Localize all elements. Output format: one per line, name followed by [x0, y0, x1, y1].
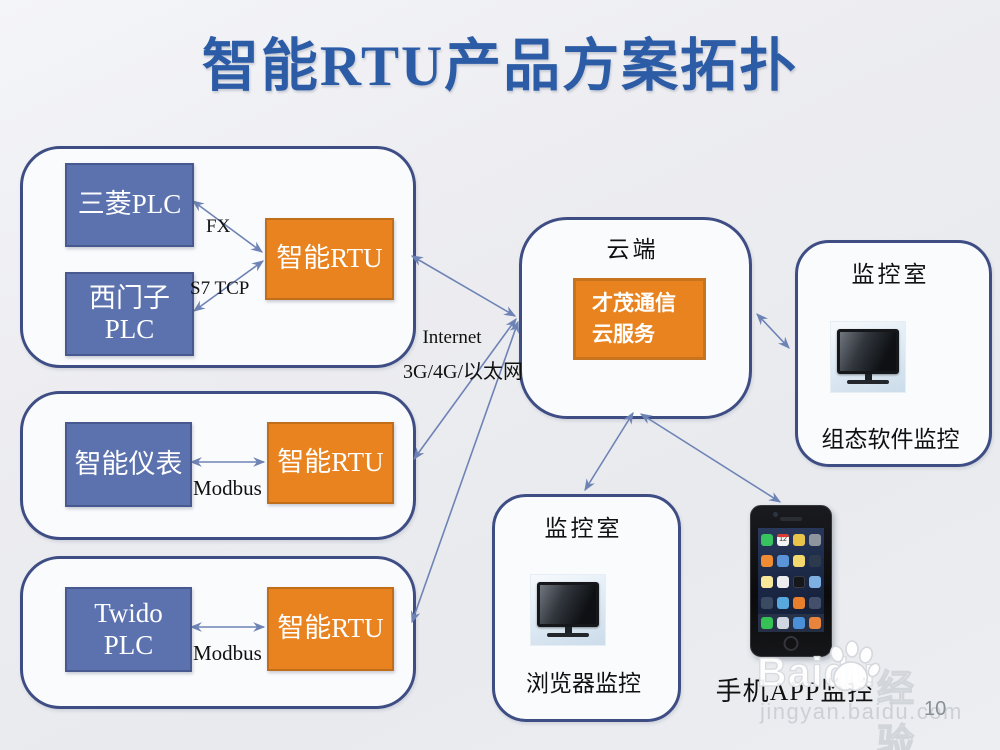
cloud-title: 云端 — [606, 237, 659, 262]
tv-base — [847, 380, 889, 384]
camera-app-icon — [809, 533, 821, 546]
tv-frame — [537, 582, 599, 627]
phone-camera-icon — [773, 512, 778, 517]
modbus-protocol-label-1: Modbus — [193, 476, 262, 500]
smart-rtu-label-2: 智能RTU — [277, 447, 384, 478]
app-icon — [809, 554, 821, 567]
internet-label: Internet — [422, 327, 482, 348]
maps-app-icon — [809, 576, 821, 589]
tv-screen — [540, 585, 596, 624]
tv-neck — [864, 374, 872, 380]
notes-app-icon — [761, 576, 773, 589]
safari-app-icon — [793, 617, 805, 629]
phone-speaker-icon — [780, 517, 802, 521]
smart-meter-label: 智能仪表 — [74, 448, 183, 479]
reminders-app-icon — [777, 576, 789, 589]
smartphone-icon: 12 — [750, 505, 832, 657]
arrow-plcgroup-cloud — [410, 255, 517, 317]
phone-screen: 12 — [758, 528, 824, 632]
arrow-cloud-phone — [639, 413, 782, 503]
smart-meter-box: 智能仪表 — [65, 422, 192, 507]
weather-app-icon — [777, 597, 789, 610]
tv-frame — [837, 329, 899, 374]
s7tcp-protocol-label: S7 TCP — [190, 278, 250, 299]
scada-room-title: 监控室 — [851, 262, 930, 287]
browser-room-title: 监控室 — [544, 516, 623, 541]
watermark-url: jingyan.baidu.com — [760, 699, 963, 724]
siemens-plc-label-line2: PLC — [104, 314, 155, 344]
monitor-icon-browser — [530, 574, 606, 646]
app-store-app-icon — [809, 597, 821, 610]
twido-plc-box: Twido PLC — [65, 587, 192, 672]
arrow-cloud-scadaroom — [756, 313, 790, 349]
mitsubishi-plc-box: 三菱PLC — [65, 163, 194, 247]
phone-app-icon — [761, 617, 773, 629]
cloud-service-box: 才茂通信 云服务 — [573, 278, 706, 360]
smart-rtu-box-1: 智能RTU — [265, 218, 394, 300]
cloud-service-label-line2: 云服务 — [592, 323, 655, 346]
tv-base — [547, 633, 589, 637]
smart-rtu-label-1: 智能RTU — [276, 243, 383, 274]
smart-rtu-label-3: 智能RTU — [277, 613, 384, 644]
calendar-app-icon: 12 — [777, 533, 789, 546]
modbus-protocol-label-2: Modbus — [193, 641, 262, 665]
phone-app-grid: 12 — [761, 531, 821, 612]
game-center-app-icon — [793, 597, 805, 610]
fx-protocol-label: FX — [206, 216, 231, 237]
network-types-label: 3G/4G/以太网 — [403, 361, 523, 383]
cloud-service-label-line1: 才茂通信 — [592, 291, 676, 315]
monitor-icon-scada — [830, 321, 906, 393]
smart-rtu-box-2: 智能RTU — [267, 422, 394, 504]
phone-home-button — [783, 636, 799, 651]
music-app-icon — [809, 617, 821, 629]
clock-app-icon — [793, 576, 805, 589]
tv-screen — [840, 332, 896, 371]
siemens-plc-label-line1: 西门子 — [89, 282, 170, 313]
page-number: 10 — [924, 698, 947, 720]
tv-neck — [564, 627, 572, 633]
jingyan-watermark-text: 经验 — [876, 667, 914, 750]
app-icon — [777, 554, 789, 567]
smart-rtu-box-3: 智能RTU — [267, 587, 394, 671]
siemens-plc-box: 西门子 PLC — [65, 272, 194, 356]
twido-plc-label-line2: PLC — [103, 629, 154, 660]
arrow-cloud-browserroom — [584, 411, 634, 492]
messages-app-icon — [761, 533, 773, 546]
twido-plc-label-line1: Twido — [94, 598, 163, 629]
app-icon — [793, 554, 805, 567]
app-icon — [761, 597, 773, 610]
page-title: 智能RTU产品方案拓扑 — [201, 35, 799, 98]
phone-dock — [758, 614, 824, 632]
baidu-paw-icon — [829, 640, 881, 692]
mail-app-icon — [777, 617, 789, 629]
photos-app-icon — [793, 533, 805, 546]
mitsubishi-plc-label: 三菱PLC — [77, 189, 182, 220]
app-icon — [761, 554, 773, 567]
browser-room-caption: 浏览器监控 — [526, 671, 641, 696]
scada-room-caption: 组态软件监控 — [821, 427, 960, 452]
